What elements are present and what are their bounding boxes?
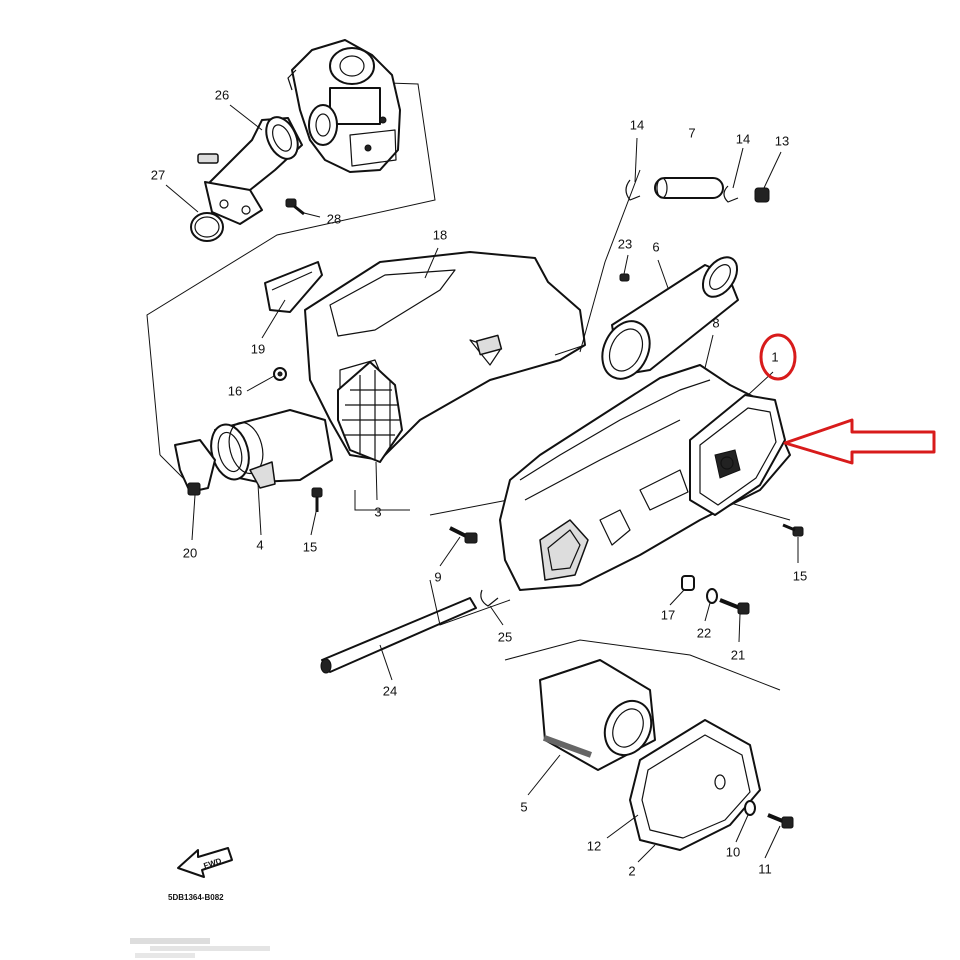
label-20: 20 xyxy=(183,545,197,560)
label-1: 1 xyxy=(771,349,778,364)
highlight-annotation xyxy=(759,333,936,465)
label-2: 2 xyxy=(628,863,635,878)
plug-13 xyxy=(754,187,770,203)
clip-14-left xyxy=(625,179,641,201)
label-26: 26 xyxy=(215,87,229,102)
part-labels: 1 2 3 4 5 6 7 8 9 10 11 12 13 14 14 15 1… xyxy=(151,87,807,878)
bolt-21 xyxy=(719,598,750,615)
leader-lines xyxy=(165,104,799,863)
bolt-9 xyxy=(449,526,478,544)
highlight-arrow-icon xyxy=(783,418,936,465)
label-4: 4 xyxy=(256,537,263,552)
bolt-15-right xyxy=(782,523,804,537)
carburetor-frame xyxy=(146,79,436,481)
label-7: 7 xyxy=(688,125,695,140)
scan-noise xyxy=(130,938,270,958)
lower-frame xyxy=(504,639,781,691)
label-15-left: 15 xyxy=(303,539,317,554)
label-16: 16 xyxy=(228,383,242,398)
label-8: 8 xyxy=(712,315,719,330)
clip-14-right xyxy=(723,185,739,203)
right-frame xyxy=(554,169,641,356)
label-28: 28 xyxy=(327,211,341,226)
screw-28 xyxy=(285,198,305,216)
label-19: 19 xyxy=(251,341,265,356)
duct-6 xyxy=(601,256,739,380)
label-13: 13 xyxy=(775,133,789,148)
cover-1 xyxy=(689,394,786,516)
label-14-left: 14 xyxy=(630,117,644,132)
label-27: 27 xyxy=(151,167,165,182)
duct-4 xyxy=(210,409,333,489)
label-5: 5 xyxy=(520,799,527,814)
label-11: 11 xyxy=(758,861,772,876)
label-24: 24 xyxy=(383,683,397,698)
label-25: 25 xyxy=(498,629,512,644)
fwd-mark: FWD xyxy=(177,847,233,878)
label-9: 9 xyxy=(434,569,441,584)
label-21: 21 xyxy=(731,647,745,662)
screw-23 xyxy=(619,273,630,282)
label-17: 17 xyxy=(661,607,675,622)
hose-clamp-20 xyxy=(174,439,216,496)
label-6: 6 xyxy=(652,239,659,254)
washer-10 xyxy=(744,800,756,816)
label-3: 3 xyxy=(374,504,381,519)
washer-22 xyxy=(706,588,718,604)
label-12: 12 xyxy=(587,838,601,853)
element-19 xyxy=(264,261,323,313)
hose-7 xyxy=(654,177,724,199)
label-23: 23 xyxy=(618,236,632,251)
label-14-right: 14 xyxy=(736,131,750,146)
clip-25 xyxy=(480,589,499,607)
drawing-code: 5DB1364-B082 xyxy=(168,893,224,902)
label-10: 10 xyxy=(726,844,740,859)
collar-17 xyxy=(681,575,695,591)
filter-element-5 xyxy=(539,659,656,771)
hose-clamp-27 xyxy=(190,212,224,242)
gasket-3 xyxy=(337,361,403,463)
bolt-16 xyxy=(273,367,287,381)
intake-joint xyxy=(197,116,303,225)
carburetor xyxy=(287,39,401,173)
hose-frame xyxy=(429,579,511,626)
bolt-11 xyxy=(767,813,794,829)
cap-2 xyxy=(629,719,761,851)
label-15-right: 15 xyxy=(793,568,807,583)
hose-24 xyxy=(320,597,477,674)
label-22: 22 xyxy=(697,625,711,640)
bolt-15-left xyxy=(311,487,323,512)
label-18: 18 xyxy=(433,227,447,242)
highlight-circle xyxy=(759,333,797,381)
